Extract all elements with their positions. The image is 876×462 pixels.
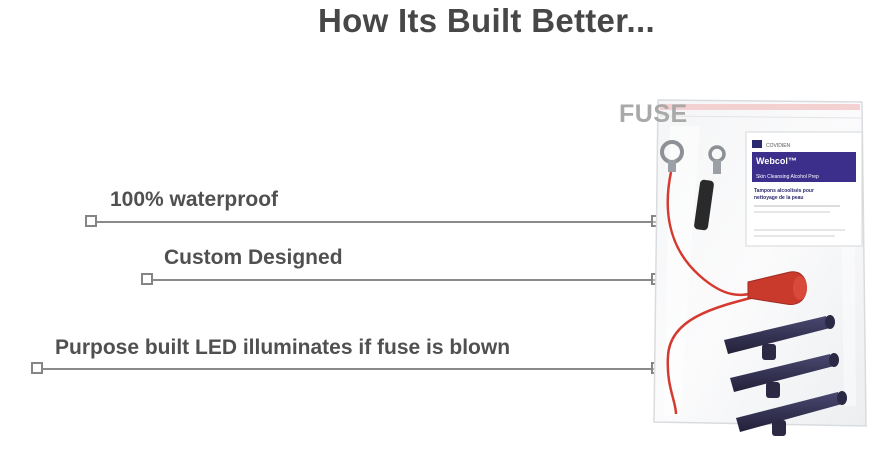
callout-line-led xyxy=(38,368,658,370)
callout-label-waterproof: 100% waterproof xyxy=(110,188,279,211)
packet-name: Webcol™ xyxy=(756,156,797,166)
product-bag-image: COVIDIEN Webcol™ Skin Cleansing Alcohol … xyxy=(653,99,867,436)
callout-label-custom-designed: Custom Designed xyxy=(164,246,343,269)
alcohol-prep-packet xyxy=(745,131,863,247)
packet-line1: Skin Cleansing Alcohol Prep xyxy=(756,174,819,180)
callout-marker-left-custom-designed xyxy=(141,273,153,285)
led-connector-1 xyxy=(724,315,835,360)
packet-brand: COVIDIEN xyxy=(766,143,791,149)
zip-seal xyxy=(660,104,860,110)
callout-marker-left-led xyxy=(31,362,43,374)
callout-marker-left-waterproof xyxy=(85,215,97,227)
ring-terminal-icon xyxy=(660,140,684,172)
page-title: How Its Built Better... xyxy=(318,2,655,39)
led-connector-2 xyxy=(730,353,839,398)
packet-line2: Tampons alcoolisés pour xyxy=(754,188,814,194)
fuse-label: FUSE xyxy=(619,100,688,128)
callout-line-custom-designed xyxy=(148,279,658,281)
ring-terminal-loose-icon xyxy=(708,145,726,174)
led-connector-3 xyxy=(736,391,847,436)
callout-label-led: Purpose built LED illuminates if fuse is… xyxy=(55,336,511,359)
heat-shrink-sleeve xyxy=(694,179,714,231)
callout-line-waterproof xyxy=(92,221,658,223)
packet-line3: nettoyage de la peau xyxy=(754,195,803,201)
